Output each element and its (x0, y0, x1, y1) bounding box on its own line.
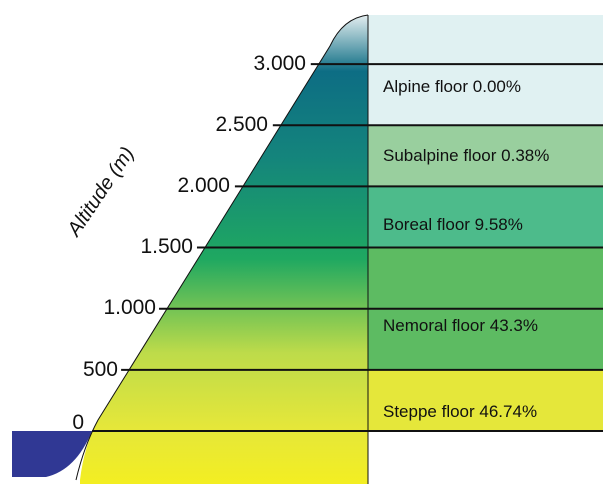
slope-outline (75, 14, 369, 481)
water-body (12, 431, 92, 477)
zone-label-subalpine: Subalpine floor 0.38% (383, 146, 549, 165)
mountain-slope (80, 15, 368, 484)
zone-box-subalpine (368, 125, 603, 187)
tick-label-1500: 1.500 (140, 235, 193, 258)
zone-label-boreal: Boreal floor 9.58% (383, 215, 523, 234)
tick-label-0: 0 (72, 411, 84, 434)
axis-title: Altitude (m) (63, 143, 139, 241)
tick-label-3000: 3.000 (253, 52, 306, 75)
tick-label-500: 500 (83, 358, 118, 381)
zone-label-alpine: Alpine floor 0.00% (383, 77, 521, 96)
zone-box-steppe (368, 369, 603, 431)
tick-label-1000: 1.000 (103, 296, 156, 319)
tick-label-2500: 2.500 (215, 113, 268, 136)
zone-box-alpine (368, 15, 603, 126)
tick-label-2000: 2.000 (177, 174, 230, 197)
zone-box-boreal (368, 186, 603, 248)
zone-label-steppe: Steppe floor 46.74% (383, 402, 537, 421)
zone-label-nemoral: Nemoral floor 43.3% (383, 316, 538, 335)
